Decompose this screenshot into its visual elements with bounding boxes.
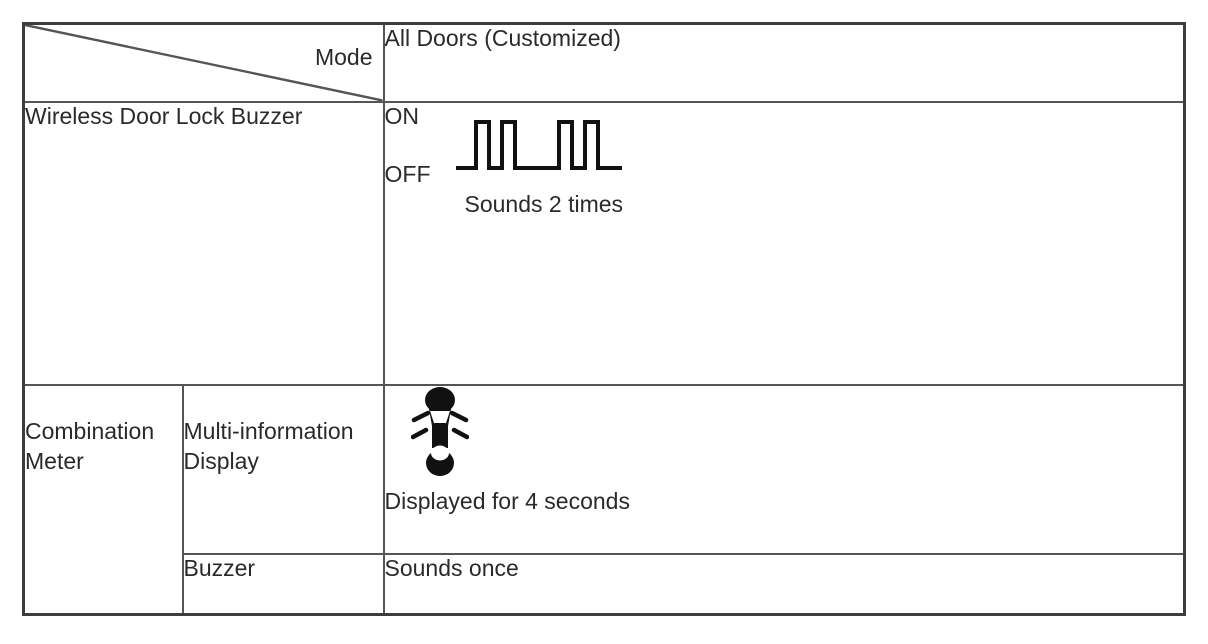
- wireless-buzzer-label-cell: Wireless Door Lock Buzzer: [22, 100, 385, 386]
- combination-meter-label-cell: Combination Meter: [22, 383, 184, 616]
- mode-header-cell: Mode: [22, 22, 385, 103]
- display-duration-caption: Displayed for 4 seconds: [384, 487, 630, 514]
- meter-buzzer-row: Buzzer Sounds once: [24, 552, 1186, 616]
- diagonal-divider-icon: [25, 25, 383, 101]
- multi-info-display-value-cell: Displayed for 4 seconds: [382, 383, 1186, 555]
- mode-value: All Doors (Customized): [384, 25, 621, 51]
- mode-value-cell: All Doors (Customized): [382, 22, 1186, 103]
- header-row: Mode All Doors (Customized): [22, 22, 1186, 103]
- waveform-caption: Sounds 2 times: [464, 190, 624, 217]
- meter-buzzer-value-cell: Sounds once: [382, 552, 1186, 616]
- mode-label: Mode: [314, 44, 373, 70]
- buzzer-waveform-diagram: ON OFF Sounds 2 times: [385, 103, 685, 223]
- meter-buzzer-value: Sounds once: [384, 554, 519, 581]
- waveform-off-label: OFF: [384, 160, 431, 187]
- meter-buzzer-label-cell: Buzzer: [181, 552, 385, 616]
- multi-info-row: Combination Meter Multi-information Disp…: [22, 383, 1186, 616]
- car-door-open-indicator-icon: [410, 386, 469, 476]
- buzzer-pulse-waveform-icon: [455, 119, 622, 170]
- meter-buzzer-label: Buzzer: [183, 554, 256, 581]
- door-lock-customization-table: Mode All Doors (Customized) Wireless Doo…: [22, 22, 1186, 616]
- multi-info-display-label-cell: Multi-information Display: [181, 383, 385, 555]
- combination-meter-label: Combination Meter: [25, 417, 155, 474]
- wireless-buzzer-label: Wireless Door Lock Buzzer: [25, 102, 303, 129]
- car-icon-wrap: [410, 386, 469, 478]
- waveform-on-label: ON: [384, 102, 420, 129]
- multi-info-display-label: Multi-information Display: [183, 417, 354, 474]
- wireless-buzzer-value-cell: ON OFF Sounds 2 times: [382, 100, 1186, 386]
- wireless-buzzer-row: Wireless Door Lock Buzzer ON OFF Sounds …: [22, 100, 1186, 386]
